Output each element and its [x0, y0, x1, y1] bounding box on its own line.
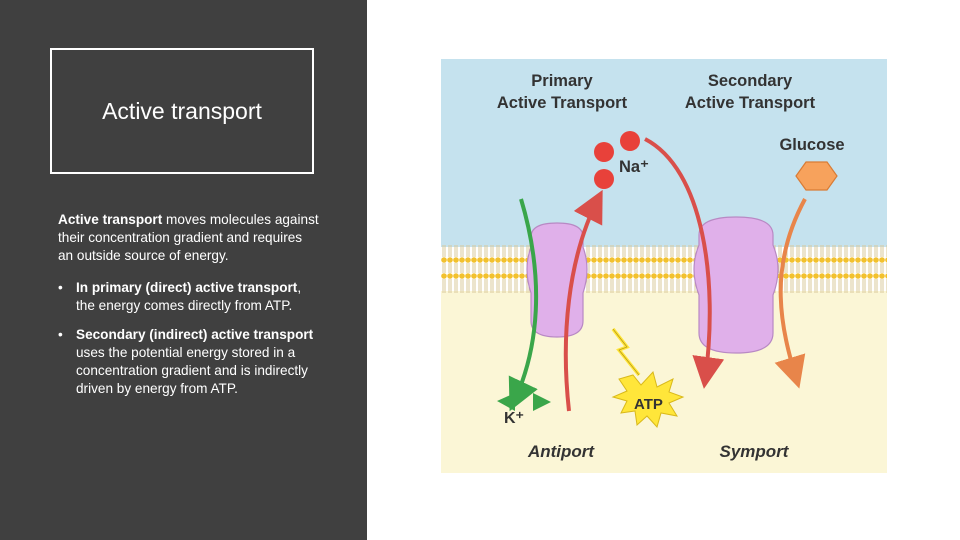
bullet-primary-bold: In primary (direct) active transport [76, 280, 298, 295]
atp-burst [611, 370, 685, 429]
energy-lightning-outline [612, 328, 640, 376]
antiport-protein [526, 222, 588, 338]
k-label: K⁺ [504, 410, 524, 427]
slide-title: Active transport [102, 97, 262, 124]
bullet-item-primary: • In primary (direct) active transport, t… [58, 279, 320, 315]
glucose-label: Glucose [779, 136, 844, 154]
sodium-ion [594, 169, 614, 189]
sodium-ion [594, 142, 614, 162]
primary-line1: Primary [531, 72, 593, 90]
primary-line2: Active Transport [497, 94, 628, 112]
bullet-marker: • [58, 327, 63, 342]
cytoplasm-region [441, 291, 887, 473]
intro-paragraph: Active transport moves molecules against… [58, 211, 320, 265]
bullet-primary-rest: , the energy comes directly from ATP. [76, 280, 302, 313]
bullet-secondary-bold: Secondary (indirect) active transport [76, 327, 314, 342]
atp-label: ATP [634, 396, 663, 413]
bullet-item-secondary: • Secondary (indirect) active transport u… [58, 326, 320, 398]
bullet-list: • In primary (direct) active transport, t… [58, 279, 320, 398]
intro-bold: Active transport [58, 212, 163, 227]
symport-label: Symport [720, 442, 790, 461]
na-label: Na⁺ [619, 158, 649, 176]
intro-rest: moves molecules against their concentrat… [58, 212, 319, 263]
glucose-molecule [795, 161, 838, 191]
bullet-secondary-rest: uses the potential energy stored in a co… [76, 345, 308, 396]
active-transport-diagram: Primary Active Transport Secondary Activ… [441, 59, 887, 473]
glucose-in-arrow [774, 198, 807, 389]
sodium-ion [620, 131, 640, 151]
antiport-label: Antiport [527, 442, 595, 461]
slide-body: Active transport moves molecules against… [58, 211, 320, 409]
na-out-arrow [563, 189, 603, 412]
bullet-marker: • [58, 280, 63, 295]
membrane-outer-leaflet [441, 245, 887, 269]
secondary-line1: Secondary [708, 72, 793, 90]
potassium-ion [497, 393, 515, 411]
na-in-arrow [644, 137, 725, 389]
left-panel: Active transport Active transport moves … [0, 0, 367, 540]
secondary-line2: Active Transport [685, 94, 816, 112]
membrane-inner-leaflet [441, 269, 887, 293]
k-in-arrow [508, 198, 539, 412]
symport-protein [693, 216, 779, 354]
title-box: Active transport [50, 48, 314, 174]
potassium-ion [533, 393, 551, 411]
